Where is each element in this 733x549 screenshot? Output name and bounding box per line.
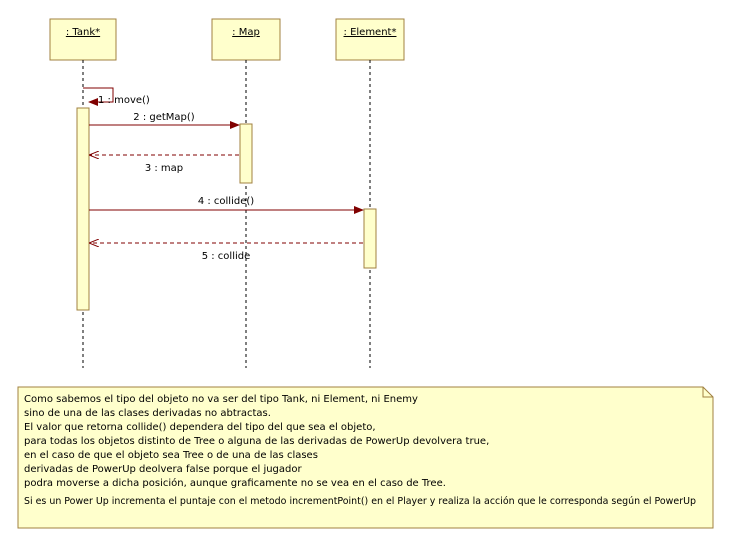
note-fold-icon [702, 387, 713, 398]
message-4-label: 4 : collide() [198, 196, 254, 207]
lifeline-element-label: : Element* [344, 27, 397, 38]
lifeline-tank-label: : Tank* [66, 27, 100, 38]
lifeline-map-box[interactable] [211, 18, 281, 61]
note-line-2: sino de una de las clases derivadas no a… [24, 408, 271, 419]
activation-map[interactable] [239, 123, 253, 184]
message-5[interactable]: 5 : collide [90, 243, 363, 262]
note-line-5: en el caso de que el objeto sea Tree o d… [24, 450, 318, 461]
lifeline-element-box[interactable] [335, 18, 405, 61]
note-line-7: podra moverse a dicha posición, aunque g… [24, 477, 446, 489]
note-line-4: para todas los objetos distinto de Tree … [24, 436, 489, 447]
message-1-label: 1 : move() [98, 95, 150, 106]
message-3-label: 3 : map [145, 163, 183, 174]
note-line-3: El valor que retorna collide() dependera… [24, 422, 376, 433]
note-line-8: Si es un Power Up incrementa el puntaje … [24, 495, 696, 507]
lifeline-element: : Element* [335, 18, 405, 368]
message-2[interactable]: 2 : getMap() [89, 112, 240, 129]
message-1[interactable]: 1 : move() [83, 87, 150, 106]
lifeline-tank: : Tank* [49, 18, 117, 368]
message-4[interactable]: 4 : collide() [89, 196, 364, 214]
message-2-label: 2 : getMap() [133, 112, 195, 123]
lifeline-map-label: : Map [232, 27, 260, 38]
message-5-label: 5 : collide [202, 251, 251, 262]
lifeline-tank-box[interactable] [49, 18, 117, 61]
activation-element[interactable] [363, 208, 377, 269]
activation-tank[interactable] [76, 107, 90, 311]
note[interactable]: Como sabemos el tipo del objeto no va se… [17, 386, 714, 529]
lifeline-map: : Map [211, 18, 281, 368]
note-line-6: derivadas de PowerUp deolvera false porq… [24, 464, 302, 475]
message-3[interactable]: 3 : map [90, 155, 239, 174]
note-line-1: Como sabemos el tipo del objeto no va se… [24, 394, 418, 405]
note-box [17, 386, 714, 529]
